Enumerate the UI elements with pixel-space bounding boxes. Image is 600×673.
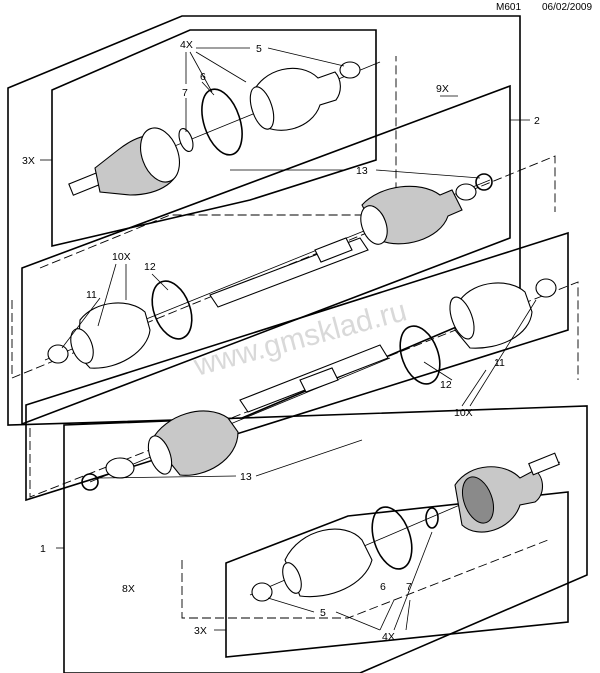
frame-outer-joint-bottom bbox=[225, 491, 569, 658]
callout-7-top: 7 bbox=[182, 87, 188, 99]
dash-outline-bottom bbox=[181, 539, 549, 619]
callout-3x-top: 3X bbox=[22, 155, 35, 167]
callout-9x: 9X bbox=[436, 83, 449, 95]
callout-5-top: 5 bbox=[256, 43, 262, 55]
callout-11-right: 11 bbox=[494, 357, 505, 369]
callout-6-top: 6 bbox=[200, 71, 206, 83]
callout-10x-right: 10X bbox=[454, 407, 473, 419]
drawing-date: 06/02/2009 bbox=[542, 2, 593, 13]
callout-3x-bottom: 3X bbox=[194, 625, 207, 637]
frame-inner-joint-bottom bbox=[25, 231, 569, 502]
inner-boot-left bbox=[47, 280, 193, 369]
callout-2: 2 bbox=[534, 115, 540, 127]
callout-11-left: 11 bbox=[86, 289, 97, 301]
callout-4x-bottom: 4X bbox=[382, 631, 395, 643]
callout-12-left: 12 bbox=[144, 261, 156, 273]
callout-5-bottom: 5 bbox=[320, 607, 326, 619]
frame-assembly-1 bbox=[63, 405, 588, 673]
callout-10x-left: 10X bbox=[112, 251, 131, 263]
drawing-code: M601 bbox=[496, 2, 522, 13]
callout-13-bottom: 13 bbox=[240, 471, 252, 483]
callout-6-bottom: 6 bbox=[380, 581, 386, 593]
callout-13-top: 13 bbox=[356, 165, 368, 177]
callout-4x-top: 4X bbox=[180, 39, 193, 51]
dash-outline-top bbox=[39, 56, 397, 269]
callout-8x: 8X bbox=[122, 583, 135, 595]
leader-lines bbox=[40, 47, 537, 631]
outer-cv-joint-bottom bbox=[249, 452, 561, 602]
callout-1: 1 bbox=[40, 543, 46, 555]
watermark-text: www.gmsklad.ru bbox=[190, 294, 410, 383]
drive-shaft-top bbox=[44, 173, 493, 361]
callout-7-bottom: 7 bbox=[406, 581, 412, 593]
frame-outer-joint-top bbox=[51, 29, 377, 248]
inner-boot-right bbox=[399, 278, 557, 385]
drive-shaft-bottom bbox=[81, 344, 391, 491]
outer-cv-joint-top bbox=[68, 61, 381, 196]
dash-outline-lower bbox=[29, 281, 579, 498]
frame-inner-joint-top bbox=[21, 84, 511, 426]
callout-12-right: 12 bbox=[440, 379, 452, 391]
